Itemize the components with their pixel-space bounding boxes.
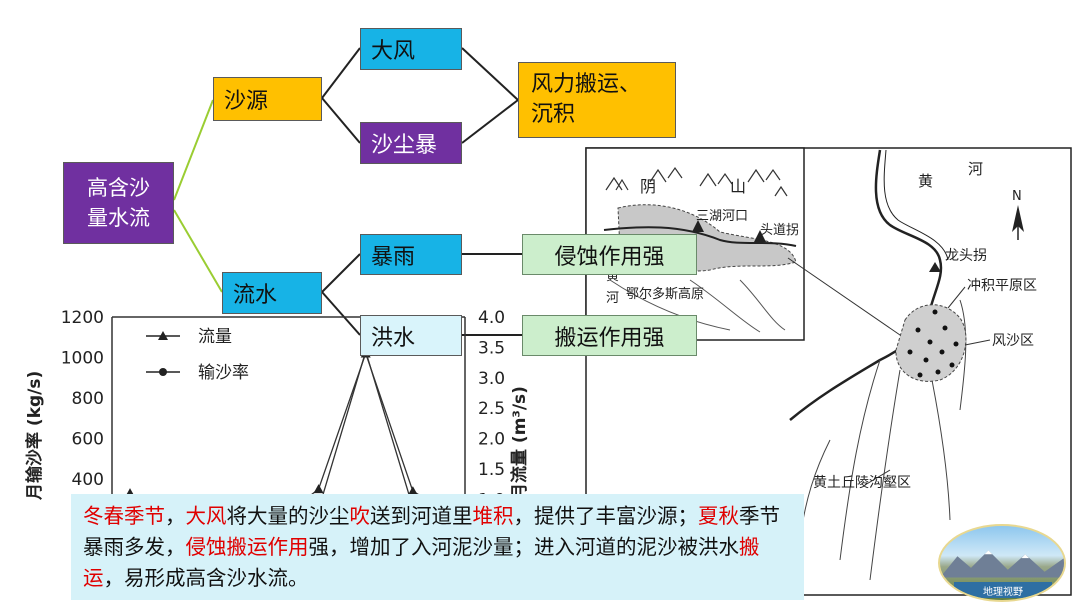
map-label-alluvial: 冲积平原区	[967, 278, 1037, 294]
legend-flow: 流量	[198, 327, 232, 347]
root-line-2: 量水流	[87, 206, 150, 230]
right-axis-label: 月流量 (m³/s)	[509, 386, 530, 501]
series-point-0	[407, 486, 418, 496]
rainstorm-node: 暴雨	[360, 234, 462, 275]
caption-seg-3: 大风	[185, 504, 227, 528]
wind-transport-line-2: 沉积	[531, 102, 576, 127]
left-axis-label: 月输沙率 (kg/s)	[24, 371, 45, 501]
caption-seg-10: 季节暴雨多发，	[83, 504, 780, 559]
erosion-strong-label: 侵蚀作用强	[554, 244, 665, 270]
landscape-logo: 地理视野	[938, 524, 1066, 602]
transport-strong-label: 搬运作用强	[554, 325, 665, 351]
left-tick-label: 1000	[61, 349, 104, 369]
map-label-toudaoguai: 头道拐	[760, 223, 799, 238]
map-label-yin: 阴	[640, 177, 656, 196]
caption-seg-13: 搬运	[83, 535, 760, 590]
caption-seg-4: 将大量的沙尘	[226, 504, 350, 528]
left-tick-label: 1200	[61, 308, 104, 328]
caption-seg-5: 吹	[349, 504, 371, 528]
caption-seg-12: 强，增加了入河泥沙量；进入河道的泥沙被洪水	[308, 535, 740, 559]
caption-seg-1: 冬春季节	[83, 504, 165, 528]
right-tick-label: 4.0	[478, 308, 505, 328]
legend-sediment: 输沙率	[198, 363, 249, 383]
caption-seg-9: 夏秋	[698, 504, 739, 528]
sand-source-node: 沙源	[213, 77, 322, 121]
left-tick-label: 600	[72, 430, 104, 450]
caption-seg-2: ，	[165, 504, 186, 528]
map-label-longtouguai: 龙头拐	[945, 248, 987, 264]
map-label-sanhu: 三湖河口	[696, 209, 748, 224]
wind-transport-line-1: 风力搬运、	[531, 72, 642, 97]
north-arrow-icon	[1012, 205, 1024, 240]
caption-seg-8: ，提供了丰富沙源；	[513, 504, 699, 528]
running-water-label: 流水	[233, 283, 278, 308]
map-label-north: N	[1012, 189, 1022, 204]
yellow-river	[789, 149, 943, 421]
root-line-1: 高含沙	[87, 176, 150, 200]
series-point-0	[313, 484, 324, 494]
map-label-wind-sand: 风沙区	[992, 333, 1034, 349]
right-tick-label: 3.5	[478, 338, 505, 358]
wind-transport-node: 风力搬运、 沉积	[518, 62, 676, 138]
rainstorm-label: 暴雨	[371, 244, 416, 270]
right-tick-label: 1.5	[478, 460, 505, 480]
left-tick-label: 800	[72, 389, 104, 409]
chart-legend: 流量 输沙率	[146, 327, 249, 383]
running-water-node: 流水	[222, 272, 322, 314]
mountain-symbols	[605, 166, 788, 197]
flood-label: 洪水	[371, 325, 416, 351]
logo-plate: 地理视野	[954, 582, 1052, 598]
map-label-ordos: 鄂尔多斯高原	[626, 286, 704, 302]
wind-sand-dots	[907, 309, 959, 378]
caption-seg-6: 送到河道里	[370, 504, 473, 528]
right-tick-label: 2.0	[478, 430, 505, 450]
map-label-loess: 黄土丘陵沟壑区	[813, 474, 911, 491]
explanation-caption: 冬春季节，大风将大量的沙尘吹送到河道里堆积，提供了丰富沙源；夏秋季节暴雨多发，侵…	[71, 494, 804, 600]
strong-wind-label: 大风	[371, 39, 416, 64]
map-label-he-v: 河	[606, 291, 619, 306]
sandstorm-label: 沙尘暴	[371, 133, 438, 158]
caption-seg-11: 侵蚀搬运作用	[185, 535, 309, 559]
mountain-icon	[940, 550, 1064, 578]
inset-river	[603, 226, 797, 247]
caption-seg-7: 堆积	[472, 504, 514, 528]
right-tick-label: 3.0	[478, 369, 505, 389]
strong-wind-node: 大风	[360, 28, 462, 70]
sand-source-label: 沙源	[224, 89, 269, 114]
right-tick-label: 2.5	[478, 399, 505, 419]
root-node: 高含沙 量水流	[63, 162, 174, 244]
transport-strong-node: 搬运作用强	[522, 315, 697, 356]
flood-node: 洪水	[360, 315, 462, 356]
left-tick-label: 400	[72, 470, 104, 490]
erosion-strong-node: 侵蚀作用强	[522, 234, 697, 275]
sandstorm-node: 沙尘暴	[360, 122, 462, 164]
caption-seg-14: ，易形成高含沙水流。	[103, 566, 309, 590]
map-label-he-h: 河	[968, 160, 983, 178]
map-label-huang-h: 黄	[918, 172, 933, 190]
map-label-shan: 山	[730, 177, 746, 196]
